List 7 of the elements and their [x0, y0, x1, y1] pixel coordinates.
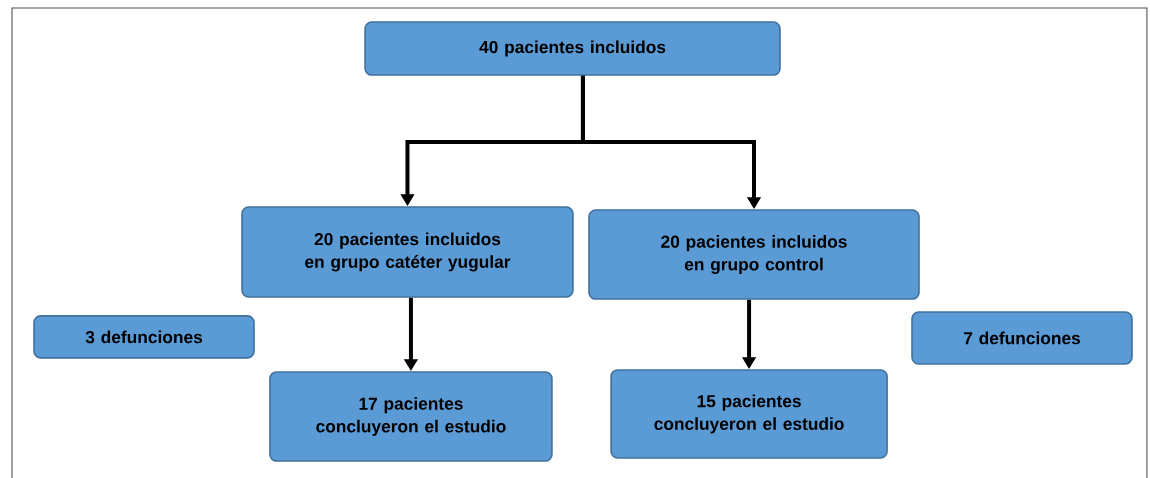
process-box: 20 pacientes incluidos en grupo catéter yugular — [241, 206, 574, 298]
process-box: 15 pacientes concluyeron el estudio — [610, 369, 888, 459]
process-box: 7 defunciones — [911, 311, 1133, 365]
process-box: 3 defunciones — [33, 315, 255, 359]
process-box: 40 pacientes incluidos — [364, 21, 781, 76]
process-box: 20 pacientes incluidos en grupo control — [588, 209, 920, 300]
process-box: 17 pacientes concluyeron el estudio — [269, 371, 553, 462]
